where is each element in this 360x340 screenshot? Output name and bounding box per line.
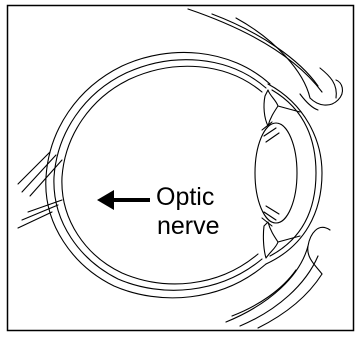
cornea-inner (270, 90, 316, 256)
retina-layer (62, 66, 262, 284)
choroid-layer (54, 60, 266, 291)
upper-eyelid-skin (320, 68, 336, 98)
lens (255, 123, 297, 223)
sclera-outer (46, 52, 270, 297)
ciliary-body-upper (264, 90, 278, 126)
optic-nerve-label-line-2: nerve (157, 212, 220, 241)
lower-eyelid-4 (232, 270, 296, 316)
lower-eyelid-3 (258, 274, 322, 328)
left-arrow-icon (97, 190, 150, 210)
optic-nerve-label-line-1: Optic (156, 183, 214, 212)
iris-lower (278, 236, 300, 242)
lower-eyelid-skin (308, 227, 330, 274)
